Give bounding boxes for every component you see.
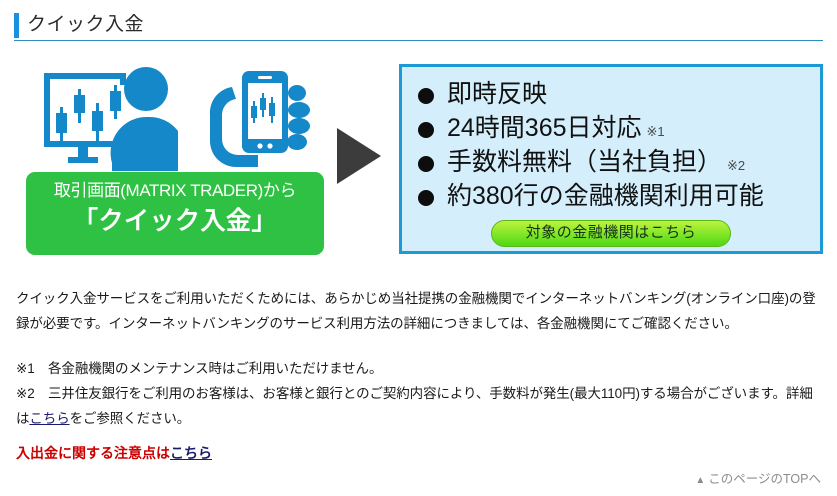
bank-button-container: 対象の金融機関はこちら [402, 220, 820, 247]
list-item: 手数料無料（当社負担） ※2 [418, 146, 820, 180]
footnote-1: ※1 各金融機関のメンテナンス時はご利用いただけません。 [16, 361, 383, 376]
feature-label: 即時反映 [447, 80, 548, 108]
callout-line-2: 「クイック入金」 [72, 207, 277, 235]
illustration-block: 取引画面(MATRIX TRADER)から 「クイック入金」 [26, 55, 326, 255]
footnote-2-link[interactable]: こちら [29, 411, 70, 426]
hero-section: 取引画面(MATRIX TRADER)から 「クイック入金」 即時反映 24時間… [0, 55, 837, 260]
feature-box: 即時反映 24時間365日対応 ※1 手数料無料（当社負担） ※2 約380行の… [399, 64, 823, 254]
page-top-label: このページのTOPへ [708, 472, 821, 486]
footnotes: ※1 各金融機関のメンテナンス時はご利用いただけません。 ※2 三井住友銀行をご… [16, 356, 824, 431]
feature-label: 手数料無料（当社負担） [447, 148, 723, 176]
target-financial-institutions-button[interactable]: 対象の金融機関はこちら [490, 220, 732, 247]
deposit-withdrawal-notice-text: 入出金に関する注意点は [16, 445, 170, 461]
footnote-2-text-after: をご参照ください。 [69, 411, 191, 426]
bullet-dot-icon [418, 156, 434, 172]
feature-label: 24時間365日対応 [447, 114, 642, 142]
feature-list: 即時反映 24時間365日対応 ※1 手数料無料（当社負担） ※2 約380行の… [402, 67, 820, 214]
intro-paragraph: クイック入金サービスをご利用いただくためには、あらかじめ当社提携の金融機関でイン… [16, 291, 816, 331]
feature-label: 約380行の金融機関利用可能 [447, 182, 764, 210]
monitor-candlestick-person-icon [38, 63, 186, 171]
callout-line-1: 取引画面(MATRIX TRADER)から [53, 181, 297, 200]
list-item: 即時反映 [418, 78, 820, 112]
list-item: 約380行の金融機関利用可能 [418, 180, 820, 214]
trading-screen-callout: 取引画面(MATRIX TRADER)から 「クイック入金」 [26, 172, 324, 255]
page-top-link[interactable]: ▲このページのTOPへ [695, 470, 821, 490]
footnote-2: ※2 三井住友銀行をご利用のお客様は、お客様と銀行とのご契約内容により、手数料が… [16, 381, 824, 431]
feature-footnote-marker: ※1 [646, 124, 665, 139]
deposit-withdrawal-notice-link[interactable]: こちら [170, 445, 212, 461]
page-header: クイック入金 [0, 0, 837, 42]
page-title: クイック入金 [27, 14, 145, 35]
footnote-2-text-before: ※2 三井住友銀行をご利用のお客様は、お客様と銀行とのご契約内容により、手数料が… [16, 386, 813, 426]
hand-holding-smartphone-icon [198, 63, 318, 173]
list-item: 24時間365日対応 ※1 [418, 112, 820, 146]
bullet-dot-icon [418, 190, 434, 206]
bullet-dot-icon [418, 88, 434, 104]
feature-footnote-marker: ※2 [727, 158, 746, 173]
bullet-dot-icon [418, 122, 434, 138]
deposit-withdrawal-notice: 入出金に関する注意点はこちら [16, 442, 212, 464]
header-accent-bar [14, 13, 19, 38]
right-triangle-arrow-icon [337, 128, 381, 184]
header-divider [14, 40, 823, 41]
triangle-up-icon: ▲ [695, 475, 706, 486]
